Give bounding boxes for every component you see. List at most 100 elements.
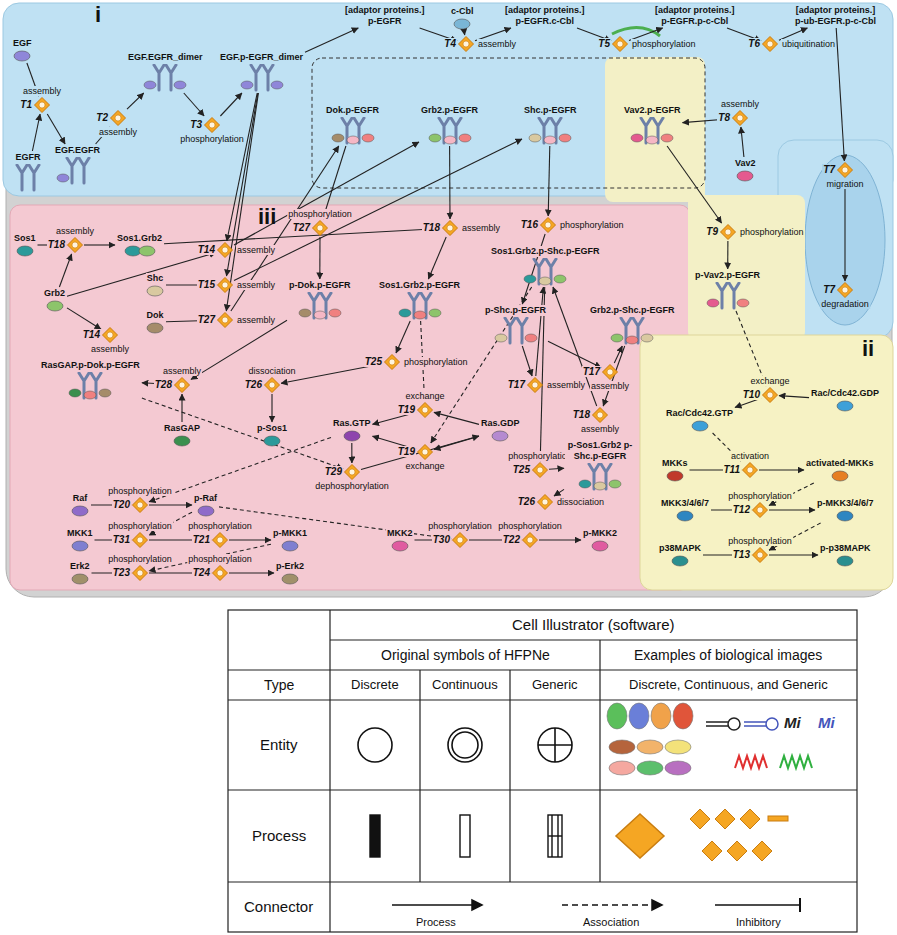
process-diamond-mark: [222, 317, 228, 323]
protein-blob: [554, 275, 566, 283]
protein-blob: [661, 134, 673, 142]
protein-blob: [454, 19, 470, 29]
table-rule: [329, 610, 330, 932]
process-diamond-mark: [617, 41, 623, 47]
hairpin-example: [766, 718, 778, 730]
connector-samples: [392, 898, 800, 912]
process-node: T8assembly: [732, 110, 748, 126]
process-node: T22phosphorylation: [522, 532, 538, 548]
entity-node: [adaptor proteins.]p-ub-EGFR.p-c-Cbl: [794, 5, 877, 27]
process-arrow: [351, 443, 352, 463]
protein-icon: [145, 285, 165, 297]
label-holder: activation: [730, 451, 770, 461]
label-holder: Mi: [784, 714, 801, 731]
process-number: T9: [705, 226, 719, 237]
entity-label: p-Raf: [193, 493, 218, 504]
process-number: T28: [154, 379, 173, 390]
entity-node: Ras.GTP: [332, 418, 372, 442]
process-label: assembly: [98, 127, 138, 137]
process-diamond: [732, 110, 748, 126]
protein-blob: [362, 134, 374, 142]
process-diamond-shape: [533, 463, 548, 478]
protein-blob: [524, 275, 536, 283]
process-label: assembly: [236, 280, 276, 290]
protein-icon: [70, 540, 90, 552]
process-node: T28assembly: [174, 377, 190, 393]
process-arrow: [548, 146, 550, 216]
protein-icon: [665, 470, 685, 482]
label-holder: T3: [189, 119, 203, 130]
process-node: T27phosphorylation: [312, 220, 328, 236]
process-node: T12phosphorylation: [752, 502, 768, 518]
protein-blob: [692, 421, 708, 431]
process-node: T16phosphorylation: [540, 217, 556, 233]
process-number: T18: [572, 409, 591, 420]
label-holder: assembly: [98, 127, 138, 137]
process-diamond-shape: [205, 118, 220, 133]
process-label: phosphorylation: [739, 227, 805, 237]
process-diamond-shape: [459, 37, 474, 52]
protein-icon: [123, 245, 157, 257]
process-number: T22: [502, 534, 521, 545]
label-holder: Process: [252, 827, 306, 844]
entity-node: Raf: [70, 493, 90, 517]
protein-icon: [390, 540, 410, 552]
label-holder: T9: [705, 226, 719, 237]
protein-icon: [280, 573, 300, 585]
table-cell-text: Mi: [818, 714, 835, 731]
label-holder: T11: [723, 464, 742, 475]
label-holder: phosphorylation: [403, 357, 469, 367]
table-cell-text: Original symbols of HFPNe: [381, 647, 550, 663]
table-cell-text: Connector: [244, 898, 313, 915]
process-label: phosphorylation: [187, 521, 253, 531]
entity-label: RasGAP: [163, 423, 201, 434]
process-example: [616, 814, 664, 858]
entity-node: Vav2.p-EGFR: [623, 105, 682, 145]
label-holder: T23: [112, 567, 131, 578]
entity-symbols: [358, 728, 572, 762]
protein-example: [607, 703, 627, 729]
protein-blob: [264, 436, 280, 446]
process-arrow: [727, 241, 728, 269]
process-arrow: [396, 321, 410, 353]
process-number: T24: [192, 567, 211, 578]
process-label: phosphorylation: [497, 521, 563, 531]
protein-icon: [590, 540, 610, 552]
process-diamond-mark: [527, 537, 533, 543]
entity-label: EGF: [12, 38, 33, 49]
process-diamond: [752, 547, 768, 563]
process-diamond-shape: [528, 378, 543, 393]
process-diamond: [34, 97, 50, 113]
entity-label: Sos1.Grb2.p-EGFR: [378, 280, 461, 291]
protein-blob: [592, 541, 608, 551]
process-diamond-mark: [737, 115, 743, 121]
process-number: T18: [47, 239, 66, 250]
entity-label: Grb2.p-Shc.p-EGFR: [589, 305, 676, 316]
process-diamond-mark: [725, 229, 731, 235]
process-diamond: [742, 462, 758, 478]
protein-blob: [539, 277, 551, 285]
protein-blob: [174, 81, 186, 89]
process-label: phosphorylation: [631, 39, 697, 49]
label-holder: T14: [82, 329, 101, 340]
process-node: T19exchange: [417, 402, 433, 418]
label-holder: T22: [502, 534, 521, 545]
process-diamond-shape: [218, 278, 233, 293]
label-holder: phosphorylation: [179, 134, 245, 144]
label-holder: assembly: [461, 223, 501, 233]
entity-label: EGF.p-EGFR_dimer: [219, 52, 304, 63]
label-holder: assembly: [236, 280, 276, 290]
process-label: exchange: [749, 376, 790, 386]
process-diamond: [537, 494, 553, 510]
process-diamond-mark: [597, 412, 603, 418]
process-arrow: [227, 93, 257, 241]
protein-blob: [392, 541, 408, 551]
label-holder: T25: [512, 464, 531, 475]
receptor-icon: [706, 282, 750, 310]
protein-example: [609, 740, 635, 754]
label-holder: T31: [112, 534, 131, 545]
process-label: migration: [825, 179, 864, 189]
protein-icon: [670, 555, 690, 567]
receptor-icon: [398, 292, 442, 320]
entity-label: MKK1: [66, 528, 94, 539]
